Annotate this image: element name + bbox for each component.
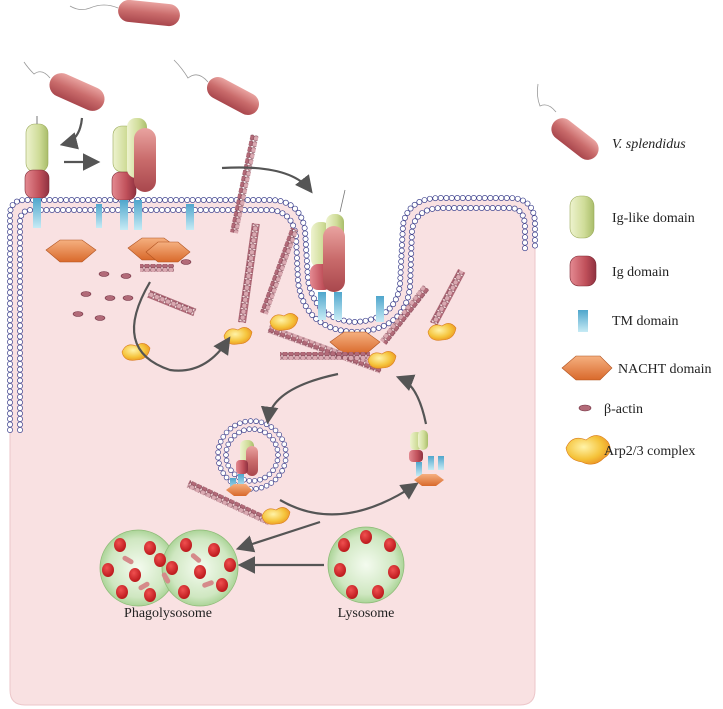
legend-item-beta-actin: β-actin [578, 402, 643, 417]
svg-text:Arp2/3 complex: Arp2/3 complex [604, 444, 695, 459]
arp23-complex-icon [565, 435, 611, 465]
bacterium [206, 77, 260, 115]
arp23-complex [261, 507, 291, 525]
recycled-receptor [409, 430, 444, 486]
tm-domain-icon [578, 310, 588, 332]
lysosome [327, 526, 405, 604]
arp23-complex [223, 327, 253, 345]
phagolysosome-label: Phagolysosome [124, 606, 212, 621]
vesicle-contents [226, 440, 258, 496]
ig-like-domain-icon [569, 195, 595, 239]
beta-actin-icon [578, 404, 592, 412]
arp23-complex [269, 313, 299, 331]
bacteria-outside [23, 0, 260, 115]
legend-item-nacht: NACHT domain [561, 355, 711, 381]
arp23-complexes [121, 313, 457, 525]
actin-filaments [140, 134, 466, 526]
receptor-free [24, 116, 50, 228]
nacht-domain [45, 239, 97, 263]
legend-item-tm: TM domain [578, 310, 679, 332]
nacht-domain [145, 241, 191, 263]
svg-text:TM domain: TM domain [612, 314, 679, 329]
svg-text:V. splendidus: V. splendidus [612, 137, 686, 152]
arp23-complex [367, 351, 397, 369]
legend: V. splendidus Ig-like domain Ig domain T… [536, 83, 711, 465]
bacterium-icon [551, 118, 599, 160]
legend-item-ig-like: Ig-like domain [569, 195, 695, 239]
arp23-complex [121, 343, 151, 361]
nacht-domain-icon [561, 355, 613, 381]
phagolysosome [99, 529, 239, 607]
receptor-binding [96, 118, 194, 230]
svg-text:NACHT domain: NACHT domain [618, 362, 711, 377]
svg-text:Ig domain: Ig domain [612, 265, 669, 280]
nacht-domains [45, 237, 381, 355]
legend-item-arp23: Arp2/3 complex [565, 435, 695, 465]
beta-actin-monomers [72, 259, 192, 321]
svg-text:Ig-like domain: Ig-like domain [612, 211, 695, 226]
ig-domain-icon [569, 255, 597, 287]
svg-text:β-actin: β-actin [604, 402, 643, 417]
arp23-complex [427, 323, 457, 341]
legend-item-v-splendidus: V. splendidus [536, 83, 686, 160]
bacterium [118, 0, 180, 27]
receptor-internalizing [310, 189, 384, 322]
bacterium [49, 73, 105, 111]
legend-item-ig: Ig domain [569, 255, 669, 287]
lysosome-label: Lysosome [338, 606, 395, 621]
process-arrows [59, 117, 428, 574]
